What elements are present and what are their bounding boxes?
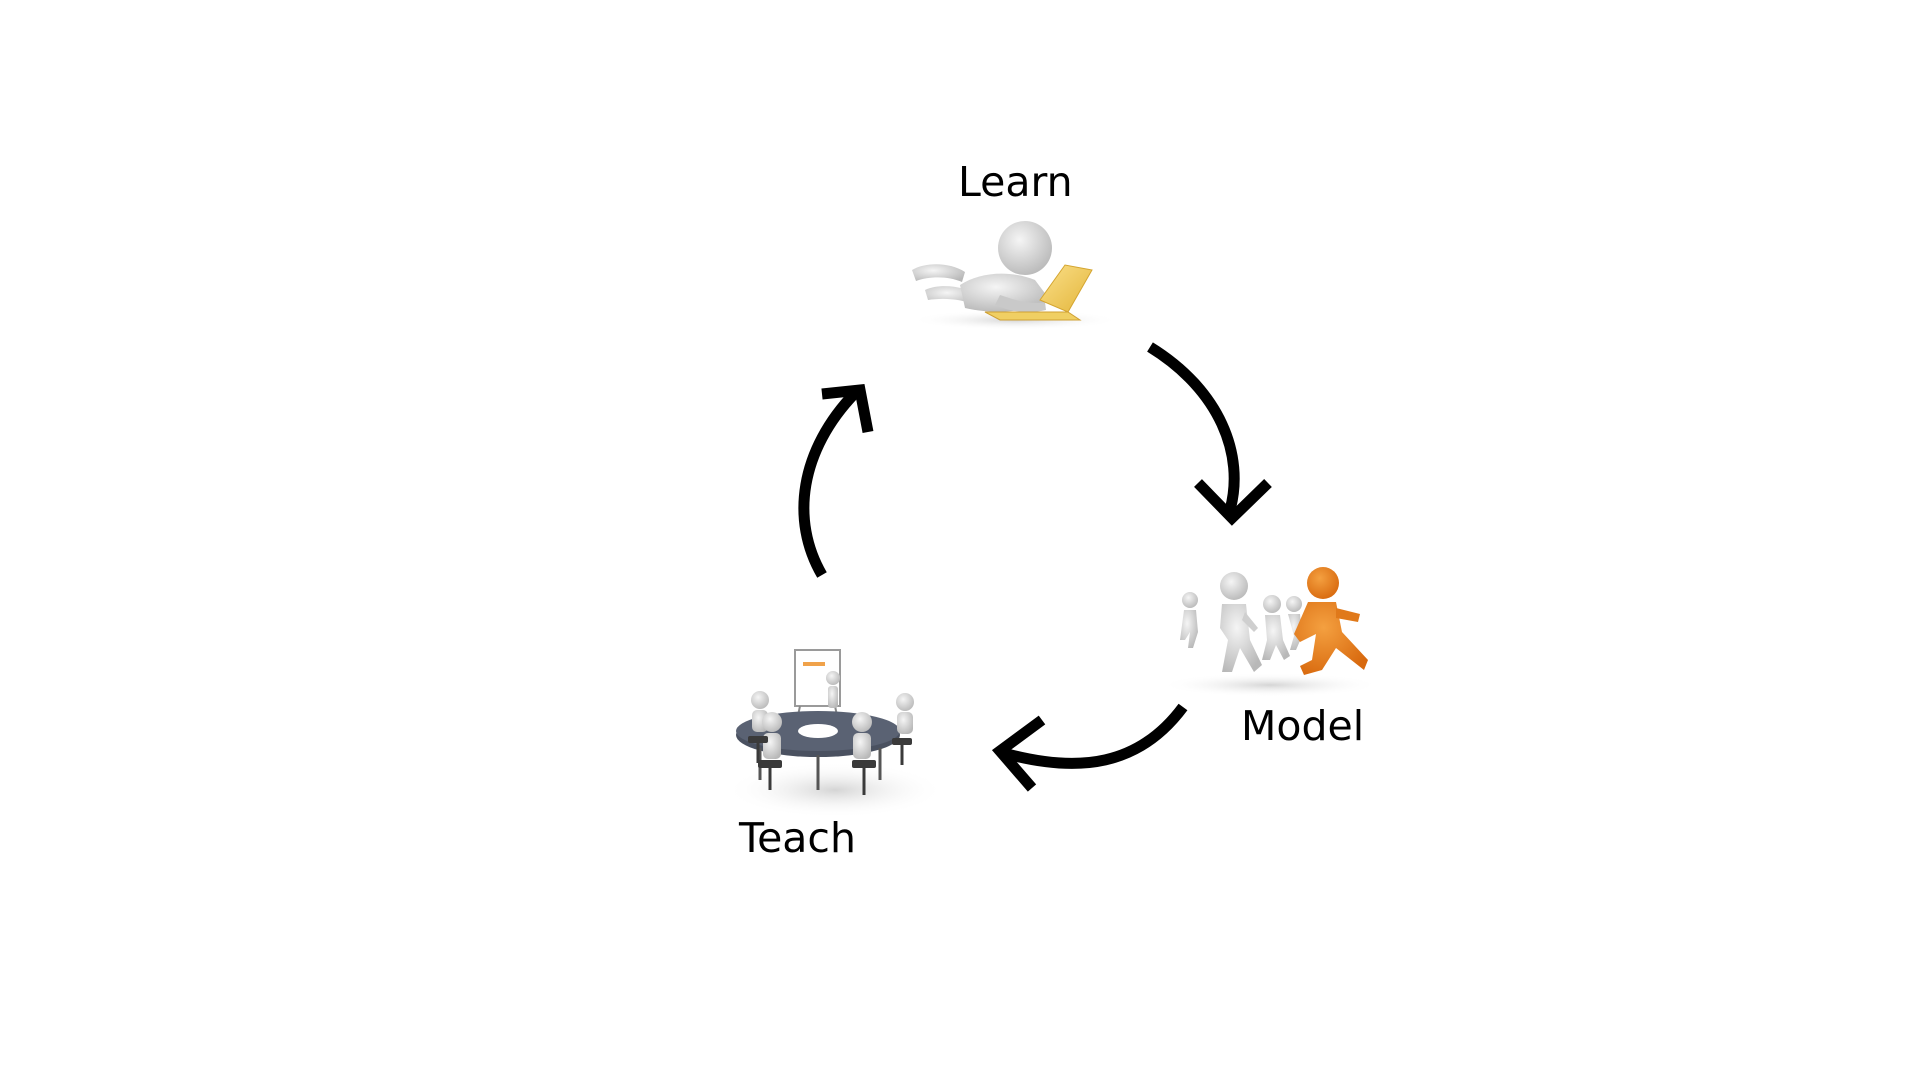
meeting-table-icon [725,649,945,818]
stage-label-learn: Learn [958,158,1073,206]
arrow-teach-to-learn [798,384,874,578]
stage-label-model: Model [1241,702,1365,750]
arrow-model-to-teach [991,703,1188,792]
arrow-learn-to-model [1147,342,1272,526]
person-with-laptop-icon [910,221,1120,330]
running-figures-icon [1160,567,1380,697]
stage-label-teach: Teach [739,814,856,862]
